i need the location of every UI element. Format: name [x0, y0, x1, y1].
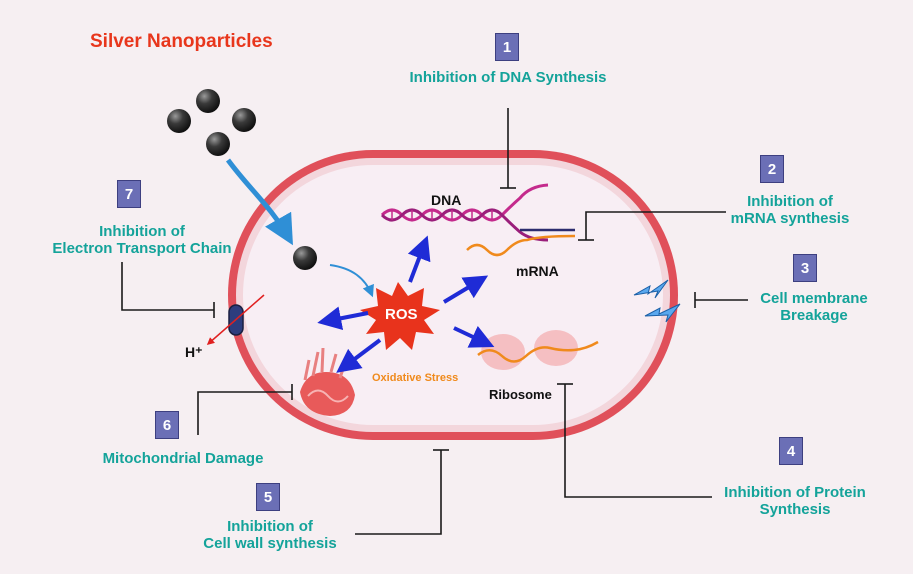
nanoparticle: [196, 89, 220, 113]
nanoparticle: [232, 108, 256, 132]
mechanism-4-line1: Inhibition of Protein: [724, 484, 866, 501]
badge-2: 2: [760, 155, 784, 183]
mrna-label: mRNA: [516, 263, 559, 279]
badge-3: 3: [793, 254, 817, 282]
proton-arrow: [206, 294, 265, 345]
ros-label: ROS: [385, 306, 418, 323]
page-title: Silver Nanoparticles: [90, 31, 273, 52]
ros-burst: [360, 282, 440, 350]
mechanism-4-line2: Synthesis: [759, 501, 831, 519]
mechanism-7-label: Inhibition of Electron Transport Chain: [44, 223, 240, 258]
ribosome: [477, 330, 599, 370]
mechanism-5-line1: Inhibition of: [227, 518, 313, 535]
ros-trigger-arrow: [329, 264, 374, 298]
mechanism-2-line2: mRNA synthesis: [730, 210, 850, 228]
ros-arrows: [317, 235, 495, 373]
badge-6: 6: [155, 411, 179, 439]
mechanism-3-line1: Cell membrane: [760, 290, 868, 307]
badge-5: 5: [256, 483, 280, 511]
mechanism-4-label: Inhibition of Protein Synthesis: [712, 484, 878, 519]
oxidative-stress-label: Oxidative Stress: [372, 372, 459, 384]
mrna-strand: [466, 228, 576, 257]
badge-1: 1: [495, 33, 519, 61]
mechanism-5-line2: Cell wall synthesis: [203, 535, 337, 553]
badge-7: 7: [117, 180, 141, 208]
dna-label: DNA: [431, 192, 462, 208]
mechanism-7-line1: Inhibition of: [99, 223, 185, 240]
nanoparticles-cluster: [167, 89, 256, 156]
mechanism-5-label: Inhibition of Cell wall synthesis: [186, 518, 354, 553]
nanoparticle: [206, 132, 230, 156]
mechanism-6-line1: Mitochondrial Damage: [102, 450, 264, 467]
ribosome-label: Ribosome: [489, 387, 552, 402]
dna-helix: [380, 183, 549, 242]
lightning-icon: [633, 279, 681, 323]
mechanism-6-label: Mitochondrial Damage: [93, 450, 273, 467]
mechanism-2-line1: Inhibition of: [747, 193, 833, 210]
mechanism-3-label: Cell membrane Breakage: [752, 290, 876, 325]
mechanism-1-line1: Inhibition of DNA Synthesis: [409, 69, 607, 86]
proton-label: H⁺: [185, 344, 203, 360]
mechanism-1-label: Inhibition of DNA Synthesis: [402, 69, 614, 86]
nanoparticle: [167, 109, 191, 133]
mitochondria: [300, 347, 355, 416]
inhibition-lines: [121, 108, 748, 535]
mechanism-7-line2: Electron Transport Chain: [52, 240, 232, 258]
entry-arrow: [225, 158, 293, 246]
nanoparticle-inside: [293, 246, 317, 270]
badge-4: 4: [779, 437, 803, 465]
mechanism-3-line2: Breakage: [780, 307, 848, 325]
mechanism-2-label: Inhibition of mRNA synthesis: [716, 193, 864, 228]
